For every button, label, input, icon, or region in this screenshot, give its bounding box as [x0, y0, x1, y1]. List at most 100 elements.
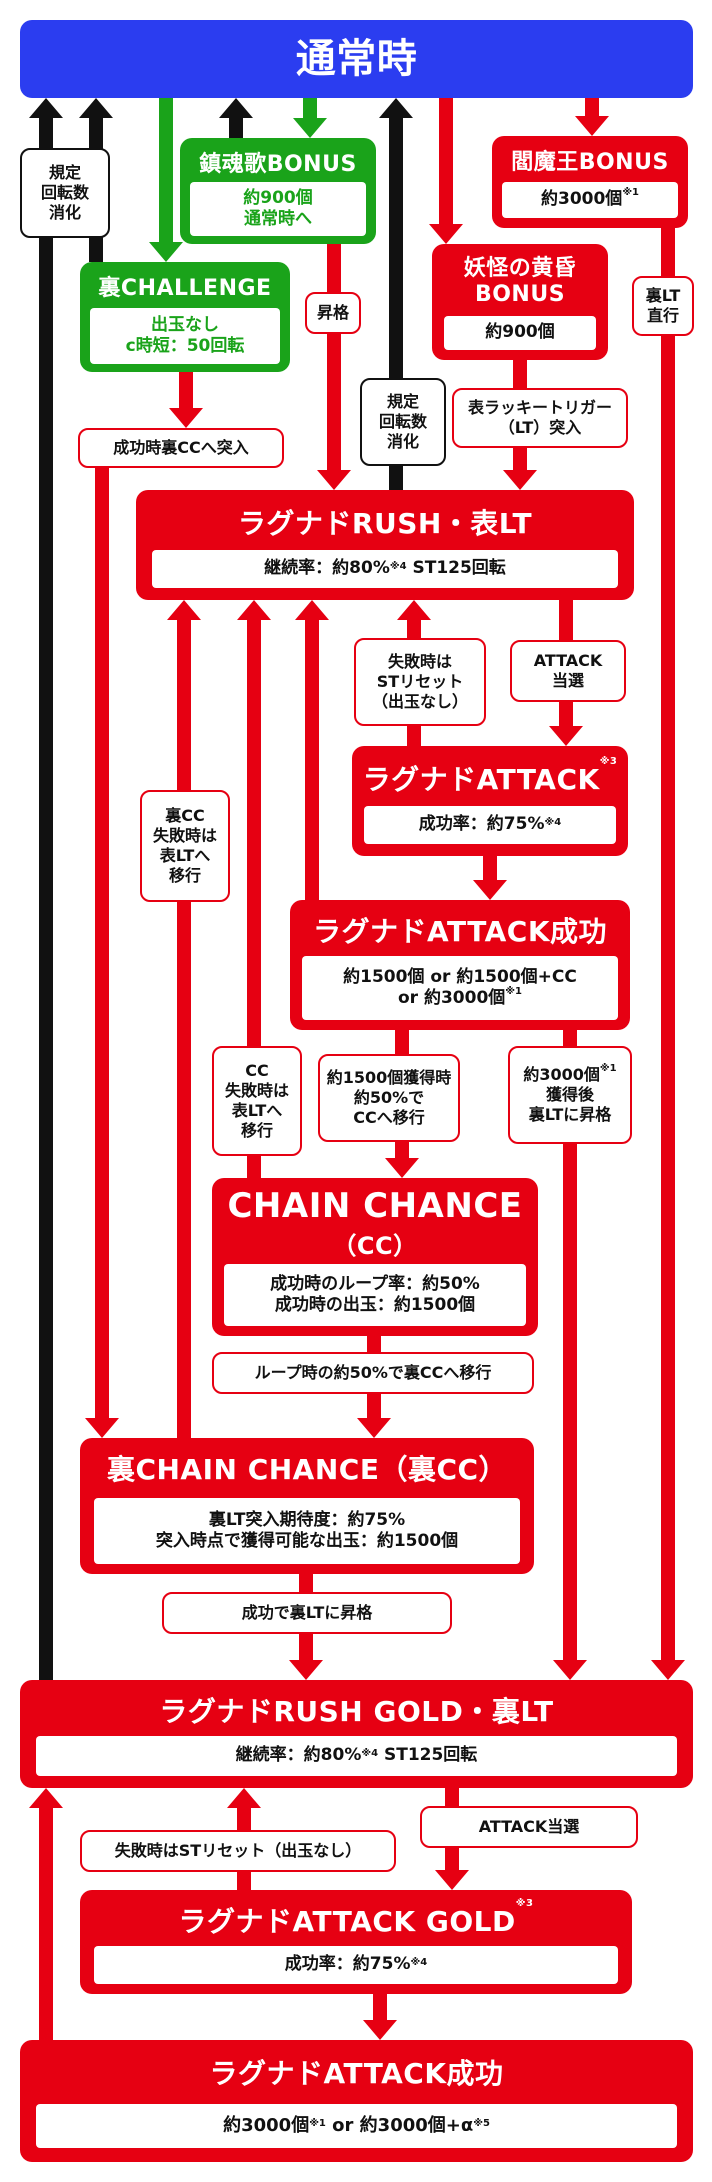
label-kitei-1-l1: 規定 [48, 163, 81, 182]
label-success-ura-lt: 成功で裏LTに昇格 [162, 1592, 452, 1634]
arrow-red-attack-win-head [549, 726, 583, 746]
label-get-1500-l1: 約1500個獲得時 [326, 1068, 452, 1087]
arrow-red-attack-to-success-shaft [483, 856, 497, 880]
gold-success-or: or [325, 2114, 360, 2136]
label-kitei-2: 規定 回転数 消化 [360, 378, 446, 466]
arrow-red-attack-fail-head [397, 600, 431, 620]
label-loop-50-text: ループ時の約50%で裏CCへ移行 [254, 1363, 492, 1382]
arrow-red-cc-to-ura-cc-head [357, 1418, 391, 1438]
gold-success-value-b: 約3000個+α [359, 2114, 474, 2136]
ura-chain-chance-detail: 裏LT突入期待度：約75% 突入時点で獲得可能な出玉：約1500個 [94, 1498, 520, 1564]
attack-success-box: ラグナドATTACK成功 約1500個 or 約1500個+CC or 約300… [290, 900, 630, 1030]
rush-omote-lt-detail: 継続率：約80%※4 ST125回転 [152, 550, 618, 588]
label-kitei-2-l2: 回転数 [378, 412, 427, 431]
rush-omote-lt-title: ラグナドRUSH・表LT [237, 507, 533, 540]
arrow-red-challenge-down-head [169, 408, 203, 428]
normal-time-title: 通常時 [295, 36, 418, 82]
attack-title: ラグナドATTACK [362, 763, 600, 796]
chinkonka-bonus-detail: 約900個 通常時へ [190, 182, 366, 236]
chinkonka-bonus-box: 鎮魂歌BONUS 約900個 通常時へ [180, 138, 376, 244]
label-attack-win-l1: ATTACK [533, 651, 603, 670]
gold-success-value-a: 約3000個 [223, 2114, 310, 2136]
attack-success-gold-detail: 約3000個※1 or 約3000個+α※5 [36, 2104, 677, 2148]
arrow-red-cc-fail-head [237, 600, 271, 620]
label-fail-reset-l2: STリセット [376, 672, 464, 691]
ura-challenge-line2: c時短：50回転 [125, 336, 245, 356]
arrow-red-emmao-direct-head [651, 1660, 685, 1680]
arrow-black-chinkonka-head [219, 98, 253, 118]
label-ura-cc-fail-l2: 失敗時は [152, 826, 217, 845]
label-attack-win-l2: 当選 [551, 671, 584, 690]
arrow-red-to-gold-shaft [563, 1030, 577, 1660]
label-gold-attack-win: ATTACK当選 [420, 1806, 638, 1848]
chain-chance-line2: 成功時の出玉：約1500個 [274, 1295, 476, 1315]
attack-success-line2: or 約3000個 [398, 988, 506, 1008]
label-get-3000-note: ※1 [599, 1063, 617, 1074]
label-get-3000: 約3000個※1 獲得後 裏LTに昇格 [508, 1046, 632, 1144]
attack-gold-rate-note: ※4 [410, 1956, 428, 1968]
label-kitei-2-l1: 規定 [386, 392, 419, 411]
emmao-bonus-title: 閻魔王BONUS [511, 150, 669, 175]
rush-note: ※4 [389, 560, 407, 572]
gold-success-note-b: ※5 [473, 2117, 490, 2129]
label-get-3000-l2: 獲得後 [545, 1085, 594, 1104]
label-fail-reset-l3: （出玉なし） [371, 692, 468, 711]
rush-continue-rate: 継続率：約80% [264, 558, 390, 579]
label-omote-lucky-l2: （LT）突入 [498, 418, 582, 437]
label-gold-fail-reset: 失敗時はSTリセット（出玉なし） [80, 1830, 396, 1872]
rush-gold-title: ラグナドRUSH GOLD・裏LT [159, 1695, 554, 1728]
attack-detail: 成功率：約75%※4 [364, 806, 616, 844]
arrow-red-to-emmao-shaft [585, 98, 599, 116]
arrow-red-gold-loop-head [29, 1788, 63, 1808]
label-omote-lucky-trigger: 表ラッキートリガー （LT）突入 [452, 388, 628, 448]
attack-box: ラグナドATTACK※3 成功率：約75%※4 [352, 746, 628, 856]
label-ura-lt-direct-l1: 裏LT [645, 286, 681, 305]
chinkonka-line1: 約900個 [243, 187, 313, 208]
arrow-red-shokaku-shaft [327, 244, 341, 470]
yokai-bonus-title1: 妖怪の黄昏 [463, 256, 577, 281]
emmao-note: ※1 [622, 187, 639, 199]
gold-st-spins: ST125回転 [378, 1745, 478, 1766]
emmao-value-line: 約3000個※1 [502, 187, 678, 210]
chain-chance-line1: 成功時のループ率：約50% [270, 1273, 480, 1294]
ura-challenge-title: 裏CHALLENGE [98, 276, 272, 301]
rush-gold-box: ラグナドRUSH GOLD・裏LT 継続率：約80%※4 ST125回転 [20, 1680, 693, 1788]
attack-success-gold-box: ラグナドATTACK成功 約3000個※1 or 約3000個+α※5 [20, 2040, 693, 2162]
arrow-red-ura-cc-fail-shaft [177, 620, 191, 1438]
label-get-3000-l1: 約3000個 [523, 1065, 600, 1084]
rush-st-spins: ST125回転 [406, 558, 506, 579]
label-shokaku-text: 昇格 [316, 303, 349, 322]
arrow-red-yokai-to-rush-head [503, 470, 537, 490]
label-ura-cc-fail: 裏CC 失敗時は 表LTへ 移行 [140, 790, 230, 902]
label-cc-fail-l1: CC [245, 1061, 269, 1080]
label-fail-reset-l1: 失敗時は [387, 652, 452, 671]
label-ura-cc-fail-l1: 裏CC [165, 806, 205, 825]
attack-success-detail: 約1500個 or 約1500個+CC or 約3000個※1 [302, 956, 618, 1020]
arrow-black-left-1-shaft [39, 118, 53, 1680]
chain-chance-detail: 成功時のループ率：約50% 成功時の出玉：約1500個 [224, 1264, 526, 1326]
attack-success-note: ※1 [505, 986, 522, 997]
label-cc-fail-l2: 失敗時は [224, 1081, 289, 1100]
rush-omote-lt-box: ラグナドRUSH・表LT 継続率：約80%※4 ST125回転 [136, 490, 634, 600]
attack-note: ※3 [599, 756, 618, 767]
gold-success-note-a: ※1 [309, 2117, 326, 2129]
arrow-red-emmao-direct-shaft [661, 228, 675, 1660]
label-cc-fail: CC 失敗時は 表LTへ 移行 [212, 1046, 302, 1156]
chain-chance-box: CHAIN CHANCE （CC） 成功時のループ率：約50% 成功時の出玉：約… [212, 1178, 538, 1336]
arrow-red-to-yokai-head [429, 224, 463, 244]
ura-challenge-box: 裏CHALLENGE 出玉なし c時短：50回転 [80, 262, 290, 372]
attack-title-line: ラグナドATTACK※3 [352, 756, 628, 798]
arrow-red-to-cc-head [385, 1158, 419, 1178]
arrow-red-gold-attack-success-head [363, 2020, 397, 2040]
label-success-ura-cc-text: 成功時裏CCへ突入 [113, 438, 249, 457]
normal-time-box: 通常時 [20, 20, 693, 98]
label-gold-attack-win-text: ATTACK当選 [478, 1817, 580, 1836]
arrow-red-success-to-rush-head [295, 600, 329, 620]
chain-chance-title: CHAIN CHANCE [227, 1186, 523, 1226]
arrow-red-to-yokai-shaft [439, 98, 453, 224]
label-get-3000-l3: 裏LTに昇格 [528, 1105, 612, 1124]
chain-chance-subtitle: （CC） [332, 1232, 418, 1260]
ura-chain-chance-title: 裏CHAIN CHANCE（裏CC） [106, 1453, 508, 1486]
arrow-red-gold-loop-shaft [39, 1808, 53, 2040]
label-cc-fail-l4: 移行 [240, 1121, 273, 1140]
